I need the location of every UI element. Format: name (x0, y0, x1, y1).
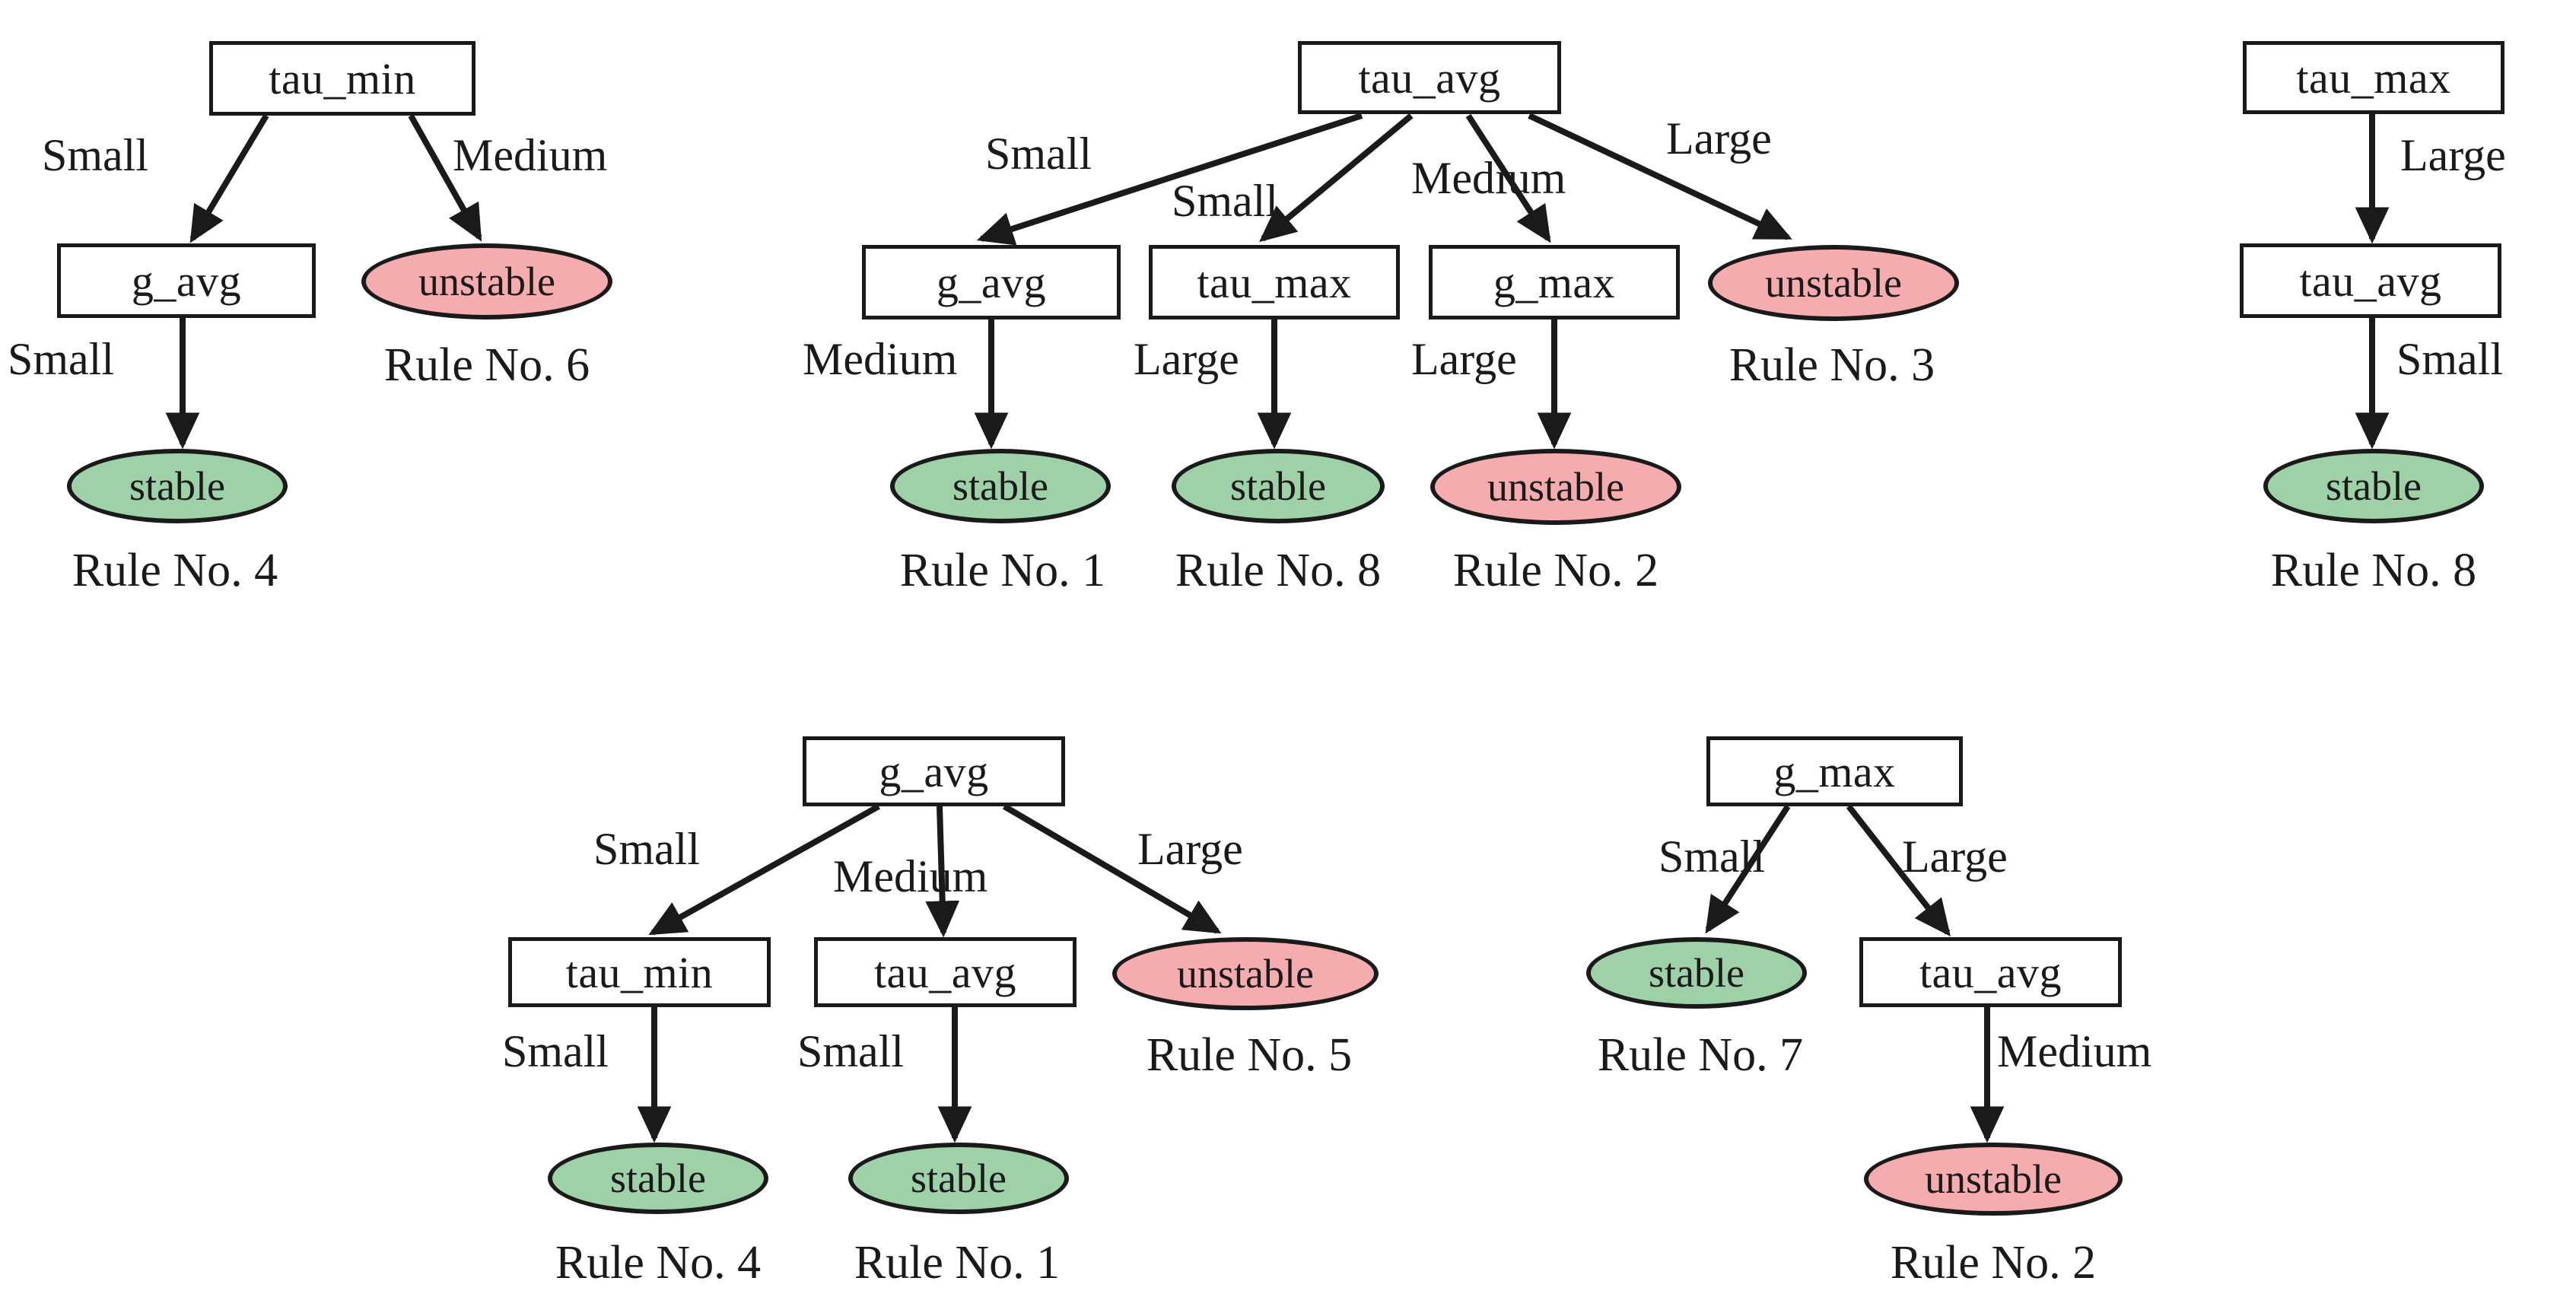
rule-label: Rule No. 8 (1175, 545, 1382, 596)
edge-label-small: Small (1172, 176, 1279, 226)
leaf-stable[interactable]: stable (548, 1143, 768, 1214)
leaf-stable[interactable]: stable (2263, 449, 2484, 523)
rule-label: Rule No. 2 (1890, 1237, 2097, 1289)
edge-label-small: Small (593, 824, 701, 874)
rule-label: Rule No. 3 (1728, 339, 1935, 391)
edge-label-medium: Medium (453, 130, 608, 180)
rule-label: Rule No. 6 (383, 339, 590, 391)
edge-label-large: Large (2400, 130, 2506, 180)
rule-label: Rule No. 8 (2270, 545, 2477, 596)
edge-label-large: Large (1902, 831, 2008, 882)
edge-label-medium: Medium (803, 334, 958, 384)
rule-label: Rule No. 1 (899, 545, 1106, 596)
leaf-unstable[interactable]: unstable (1112, 937, 1379, 1010)
node-g-max-root[interactable]: g_max (1706, 736, 1963, 806)
edge-label-large: Large (1666, 113, 1772, 164)
t1-root-to-gavg (189, 113, 269, 243)
leaf-unstable[interactable]: unstable (361, 243, 612, 319)
t2-root-to-taumax (1259, 113, 1414, 243)
node-g-max[interactable]: g_max (1429, 245, 1680, 319)
node-tau-avg-root[interactable]: tau_avg (1298, 41, 1561, 114)
node-tau-min[interactable]: tau_min (508, 937, 771, 1007)
rule-label: Rule No. 1 (854, 1237, 1061, 1289)
leaf-stable[interactable]: stable (1586, 937, 1807, 1009)
edge-label-small: Small (985, 129, 1092, 179)
edge-label-small: Small (502, 1026, 609, 1076)
leaf-unstable[interactable]: unstable (1708, 245, 1959, 321)
edge-label-large: Large (1137, 824, 1243, 874)
edge-label-small: Small (1658, 831, 1766, 882)
edge-label-small: Small (2396, 334, 2504, 384)
rule-label: Rule No. 5 (1146, 1029, 1353, 1081)
rule-label: Rule No. 2 (1452, 545, 1659, 596)
node-tau-avg[interactable]: tau_avg (1859, 937, 2122, 1007)
leaf-stable[interactable]: stable (848, 1143, 1069, 1214)
edge-label-medium: Medium (833, 851, 988, 901)
node-g-avg[interactable]: g_avg (57, 243, 316, 318)
leaf-stable[interactable]: stable (890, 449, 1111, 523)
node-tau-min-root[interactable]: tau_min (209, 41, 475, 116)
rule-label: Rule No. 7 (1597, 1029, 1804, 1081)
rule-label: Rule No. 4 (555, 1237, 762, 1289)
rule-label: Rule No. 4 (72, 545, 278, 596)
edge-label-small: Small (797, 1026, 905, 1076)
node-tau-max-root[interactable]: tau_max (2243, 41, 2504, 114)
leaf-stable[interactable]: stable (1172, 449, 1385, 523)
leaf-unstable[interactable]: unstable (1864, 1143, 2123, 1216)
edge-label-medium: Medium (1997, 1026, 2152, 1076)
edge-label-medium: Medium (1411, 153, 1566, 203)
leaf-stable[interactable]: stable (67, 449, 288, 523)
edge-label-large: Large (1411, 334, 1517, 384)
edge-label-small: Small (42, 130, 149, 180)
node-g-avg[interactable]: g_avg (862, 245, 1121, 319)
node-tau-max[interactable]: tau_max (1149, 245, 1400, 319)
edge-label-small: Small (8, 334, 115, 384)
edge-label-large: Large (1134, 334, 1239, 384)
node-g-avg-root[interactable]: g_avg (803, 736, 1065, 806)
node-tau-avg[interactable]: tau_avg (814, 937, 1077, 1007)
leaf-unstable[interactable]: unstable (1430, 449, 1681, 525)
node-tau-avg[interactable]: tau_avg (2240, 243, 2501, 318)
